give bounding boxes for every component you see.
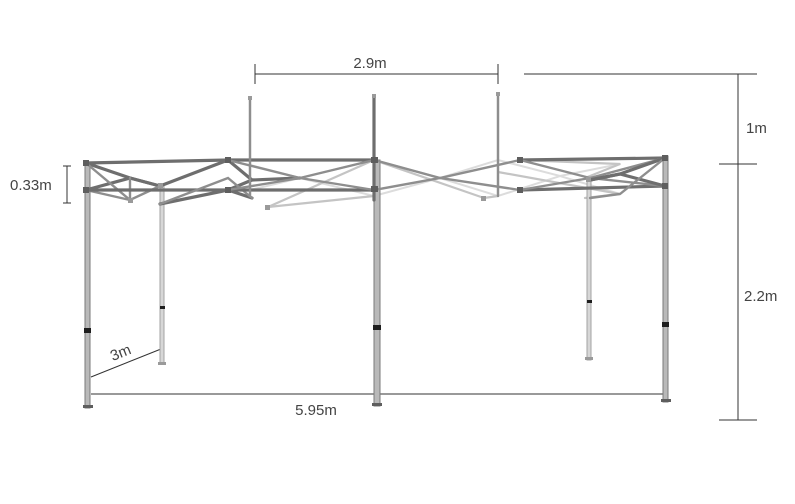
total-width-label: 5.95m: [295, 402, 337, 419]
leg-clip: [373, 325, 381, 330]
foot-plate: [585, 357, 593, 360]
frame-joint: [481, 196, 486, 201]
frame-joint: [158, 183, 163, 188]
foot-plate: [372, 403, 382, 406]
frame-joint: [517, 157, 523, 163]
frame-joint: [517, 187, 523, 193]
frame-joint: [248, 96, 252, 100]
leg-clip: [160, 306, 165, 309]
frame-joint: [128, 198, 133, 203]
leg-front-left: [84, 164, 91, 409]
front-frame: [83, 92, 668, 210]
leg-clip: [587, 300, 592, 303]
feet: [83, 357, 671, 408]
leg-back-left: [159, 185, 165, 365]
frame-joint: [371, 186, 378, 192]
frame-joint: [372, 94, 376, 98]
frame-joint: [662, 155, 668, 161]
dimension-top-width: 2.9m: [254, 55, 499, 84]
frame-joint: [371, 157, 378, 163]
leg-clip: [662, 322, 669, 327]
frame-joint: [83, 160, 89, 166]
frame-joint: [83, 187, 89, 193]
dimension-side-depth: 3m: [90, 341, 162, 378]
dimension-right-height: 1m 2.2m: [524, 73, 777, 421]
leg-clip: [84, 328, 91, 333]
foot-plate: [83, 405, 93, 408]
leg-height-label: 2.2m: [744, 288, 777, 305]
dimension-frame-depth: 0.33m: [10, 165, 71, 204]
top-width-label: 2.9m: [353, 55, 386, 72]
frame-joint: [586, 177, 591, 182]
frame-depth-label: 0.33m: [10, 177, 52, 194]
frame-joint: [496, 92, 500, 96]
frame-joint: [225, 157, 231, 163]
frame-joint: [225, 187, 231, 193]
side-depth-label: 3m: [108, 341, 134, 365]
roof-height-label: 1m: [746, 120, 767, 137]
frame-joint: [662, 183, 668, 189]
leg-front-right: [662, 155, 669, 403]
legs: [84, 155, 669, 409]
foot-plate: [158, 362, 166, 365]
foot-plate: [661, 399, 671, 402]
frame-joint: [265, 205, 270, 210]
leg-back-right: [586, 179, 592, 361]
